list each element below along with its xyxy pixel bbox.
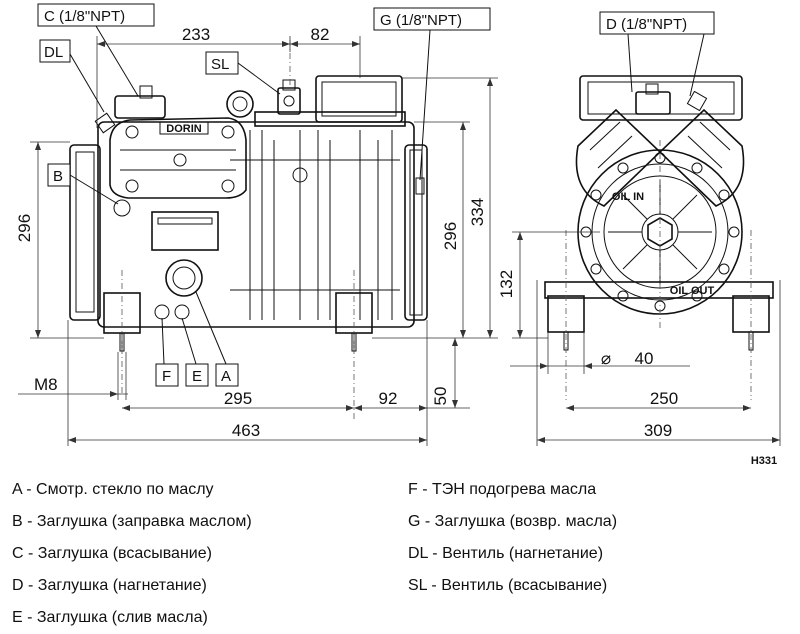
dim-233: 233 <box>182 25 210 44</box>
legend-item: A - Смотр. стекло по маслу <box>12 481 214 498</box>
legend-item: C - Заглушка (всасывание) <box>12 545 212 562</box>
dim-92: 92 <box>379 389 398 408</box>
dim-132: 132 <box>497 270 516 298</box>
side-view: DORIN <box>69 40 428 420</box>
legend-item: E - Заглушка (слив масла) <box>12 609 208 626</box>
legend-item: SL - Вентиль (всасывание) <box>408 577 608 594</box>
front-view: OIL IN OIL OUT <box>544 75 774 400</box>
legend-left-column: A - Смотр. стекло по маслу B - Заглушка … <box>12 474 252 634</box>
dim-40: 40 <box>635 349 654 368</box>
svg-text:DORIN: DORIN <box>166 123 202 135</box>
callout-b: B <box>53 168 63 185</box>
callout-d: D (1/8"NPT) <box>606 16 687 33</box>
callout-e: E <box>192 368 202 385</box>
drawing-code: H331 <box>751 455 777 467</box>
dim-463: 463 <box>232 421 260 440</box>
phi-symbol: ⌀ <box>601 349 611 368</box>
dim-296-right: 296 <box>441 222 460 250</box>
legend-item: DL - Вентиль (нагнетание) <box>408 545 604 562</box>
dim-334: 334 <box>468 198 487 226</box>
side-dimensions <box>18 36 498 446</box>
legend-item: G - Заглушка (возвр. масла) <box>408 513 618 530</box>
side-callouts: C (1/8"NPT) DL SL G (1/8"NPT) B F E A <box>37 3 491 387</box>
legend-item: D - Заглушка (нагнетание) <box>12 577 207 594</box>
dim-309: 309 <box>644 421 672 440</box>
callout-g: G (1/8"NPT) <box>380 12 462 29</box>
callout-a: A <box>221 368 231 385</box>
dim-296-left: 296 <box>15 214 34 242</box>
callout-sl: SL <box>211 56 229 73</box>
legend-right-column: F - ТЭН подогрева масла G - Заглушка (во… <box>408 474 617 602</box>
dim-m8: M8 <box>34 375 58 394</box>
side-dim-labels: 233 82 296 296 334 M8 295 92 50 463 <box>15 25 487 440</box>
oil-in-label: OIL IN <box>612 191 644 203</box>
legend-item: F - ТЭН подогрева масла <box>408 481 597 498</box>
callout-c: C (1/8"NPT) <box>44 8 125 25</box>
legend: A - Смотр. стекло по маслу B - Заглушка … <box>12 474 792 626</box>
compressor-drawing: DORIN <box>15 3 781 467</box>
front-callouts: D (1/8"NPT) 132 40 250 309 H331 <box>497 11 777 467</box>
dim-50: 50 <box>431 387 450 406</box>
legend-item: B - Заглушка (заправка маслом) <box>12 513 252 530</box>
front-dimensions: ⌀ <box>510 231 781 446</box>
dim-295: 295 <box>224 389 252 408</box>
dim-82: 82 <box>311 25 330 44</box>
dim-250: 250 <box>650 389 678 408</box>
callout-f: F <box>162 368 171 385</box>
oil-out-label: OIL OUT <box>670 285 715 297</box>
callout-dl: DL <box>44 44 63 61</box>
